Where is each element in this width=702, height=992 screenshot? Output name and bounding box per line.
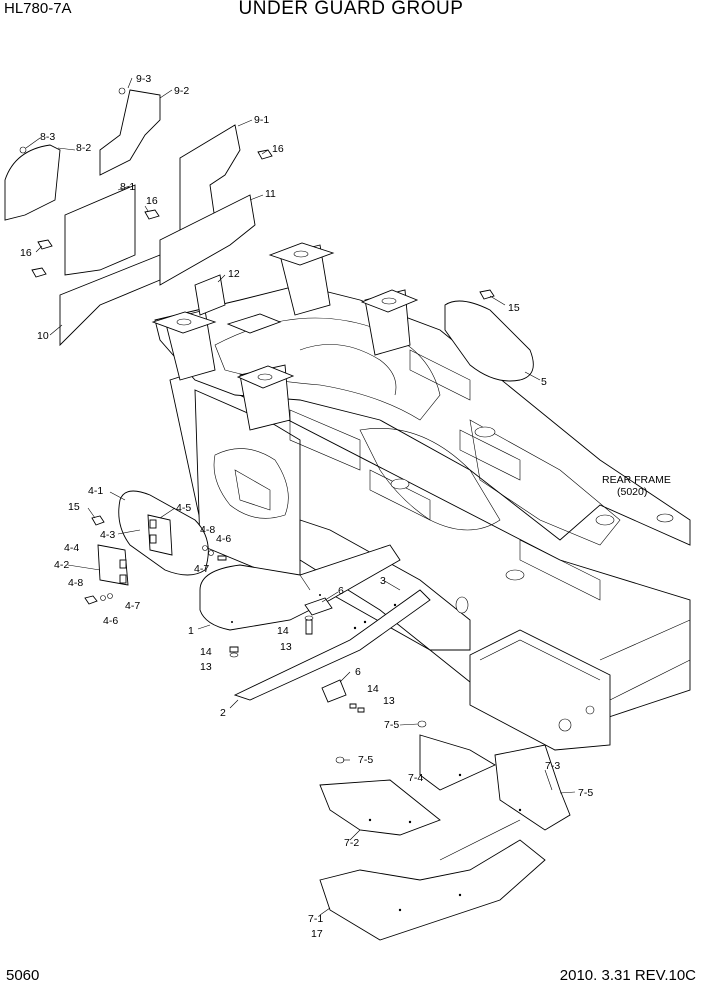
part-7-guards (319, 734, 571, 941)
callout-4-8-b: 4-8 (68, 577, 83, 589)
callout-9-1: 9-1 (254, 114, 269, 126)
callout-6-a: 6 (338, 585, 344, 597)
callout-8-1: 8-1 (120, 181, 135, 193)
callout-8-3: 8-3 (40, 131, 55, 143)
callout-2: 2 (220, 707, 226, 719)
callout-3: 3 (380, 575, 386, 587)
callout-15-b: 15 (68, 501, 80, 513)
callout-14-a: 14 (277, 625, 289, 637)
callout-13-b: 13 (200, 661, 212, 673)
callout-7-4: 7-4 (408, 772, 423, 784)
callout-9-2: 9-2 (174, 85, 189, 97)
callout-4-6-a: 4-6 (216, 533, 231, 545)
callout-7-3: 7-3 (545, 760, 560, 772)
callout-labels: 9-3 9-2 9-1 8-3 8-2 16 8-1 16 11 16 12 1… (20, 73, 593, 940)
callout-12: 12 (228, 268, 240, 280)
part-1-under-guard (199, 544, 401, 631)
callout-13-c: 13 (383, 695, 395, 707)
callout-13-a: 13 (280, 641, 292, 653)
callout-16-a: 16 (272, 143, 284, 155)
callout-7-2: 7-2 (344, 837, 359, 849)
callout-7-5-c: 7-5 (578, 787, 593, 799)
callout-15-a: 15 (508, 302, 520, 314)
part-5-cover (444, 300, 534, 382)
model-number: HL780-7A (4, 0, 72, 17)
rear-frame (151, 242, 691, 751)
callout-14-c: 14 (367, 683, 379, 695)
callout-4-7-a: 4-7 (194, 563, 209, 575)
callout-16-c: 16 (20, 247, 32, 259)
callout-6-b: 6 (355, 666, 361, 678)
callout-4-7-b: 4-7 (125, 600, 140, 612)
part-8-guards (4, 144, 136, 276)
leader-lines (25, 77, 576, 916)
callout-4-5: 4-5 (176, 502, 191, 514)
callout-14-b: 14 (200, 646, 212, 658)
callout-17: 17 (311, 928, 323, 940)
part-6-plate-upper (304, 597, 333, 616)
part-10-11-guards (59, 194, 256, 347)
callout-4-1: 4-1 (88, 485, 103, 497)
page-number: 5060 (6, 967, 40, 984)
page-title: UNDER GUARD GROUP (238, 0, 464, 19)
callout-4-2: 4-2 (54, 559, 69, 571)
date-revision: 2010. 3.31 REV.10C (559, 967, 696, 984)
callout-9-3: 9-3 (136, 73, 151, 85)
callout-11: 11 (265, 188, 276, 200)
callout-16-b: 16 (146, 195, 158, 207)
callout-5: 5 (541, 376, 547, 388)
reference-page: (5020) (617, 486, 647, 498)
callout-4-8-a: 4-8 (200, 524, 215, 536)
callout-7-5-b: 7-5 (358, 754, 373, 766)
part-2-under-guard (233, 589, 431, 701)
callout-10: 10 (37, 330, 49, 342)
part-6-plate-lower (321, 679, 347, 703)
part-4-cover (97, 490, 209, 586)
callout-4-4: 4-4 (64, 542, 79, 554)
reference-label: REAR FRAME (602, 474, 671, 486)
callout-7-1: 7-1 (308, 913, 323, 925)
callout-8-2: 8-2 (76, 142, 91, 154)
callout-7-5-a: 7-5 (384, 719, 399, 731)
callout-4-6-b: 4-6 (103, 615, 118, 627)
callout-1: 1 (188, 625, 194, 637)
bolts (19, 87, 560, 797)
callout-4-3: 4-3 (100, 529, 115, 541)
